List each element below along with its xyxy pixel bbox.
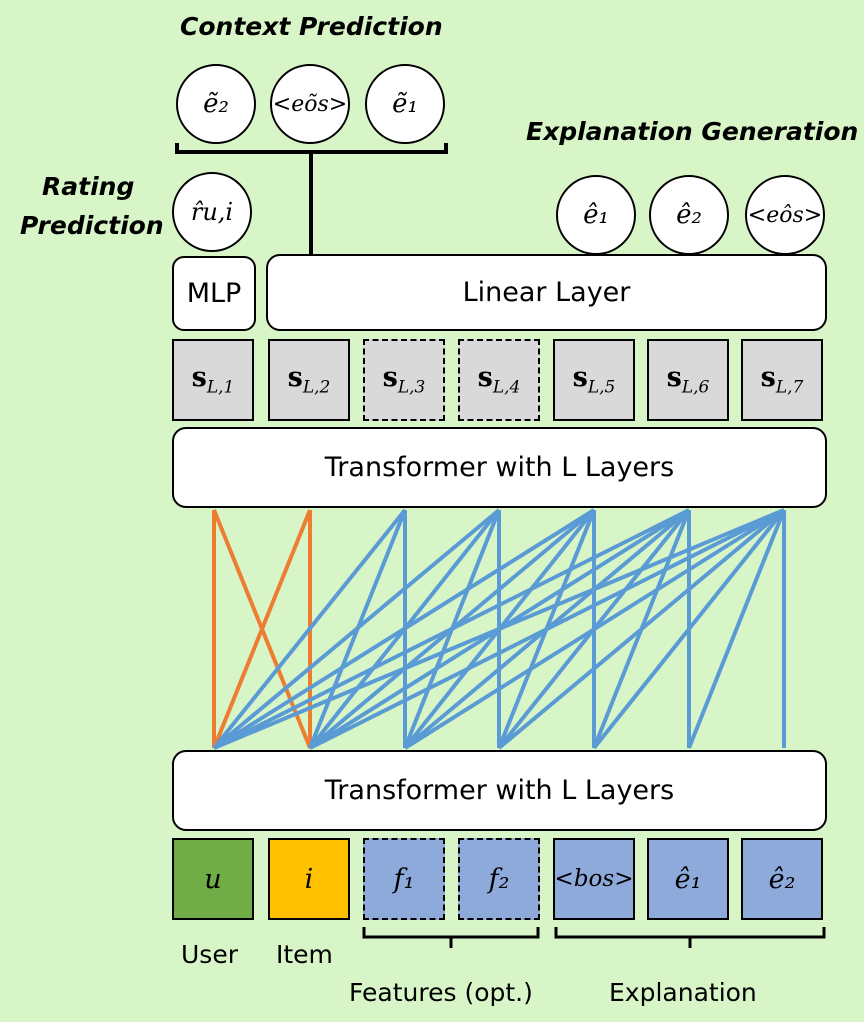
state-cell: sL,6 <box>647 339 729 421</box>
explanation-output-circle: ê₂ <box>649 175 729 255</box>
explanation-label: Explanation <box>609 978 757 1007</box>
attention-edge <box>497 508 786 750</box>
explanation-generation-title: Explanation Generation <box>526 117 859 146</box>
state-cell: sL,5 <box>553 339 635 421</box>
explanation-bracket <box>554 927 826 948</box>
rating-output-circle: r̂u,i <box>172 172 252 252</box>
explanation-output-circle: ê₁ <box>556 175 636 255</box>
user-label: User <box>181 940 238 969</box>
transformer-bottom-box: Transformer with L Layers <box>172 750 827 831</box>
mlp-box: MLP <box>172 256 256 331</box>
attention-edge <box>212 508 596 750</box>
linear-layer-box: Linear Layer <box>266 254 827 331</box>
transformer-top-box: Transformer with L Layers <box>172 427 827 508</box>
explanation-output-circle: <eôs> <box>745 175 825 255</box>
features-label: Features (opt.) <box>349 978 533 1007</box>
rating-title: Rating <box>42 172 135 201</box>
attention-edge <box>309 508 785 750</box>
state-cell: sL,2 <box>268 339 350 421</box>
feature-token: f₁ <box>363 838 445 920</box>
context-prediction-title: Context Prediction <box>180 12 443 41</box>
item-label: Item <box>276 940 333 969</box>
attention-edge <box>687 509 786 749</box>
attention-edge <box>213 508 690 750</box>
prediction-title: Prediction <box>20 211 164 240</box>
features-bracket <box>362 927 540 948</box>
attention-edge <box>213 508 785 750</box>
attention-edge <box>403 508 786 750</box>
attention-edge <box>212 508 501 750</box>
explanation-token: ê₂ <box>741 838 823 920</box>
user-token: u <box>172 838 254 920</box>
item-token: i <box>268 838 350 920</box>
context-output-circle: <eõs> <box>270 64 350 144</box>
context-output-circle: ẽ₂ <box>176 64 256 144</box>
attention-edge <box>212 508 407 750</box>
state-cell: sL,3 <box>363 339 445 421</box>
attention-edge <box>592 508 786 750</box>
explanation-token: ê₁ <box>647 838 729 920</box>
context-output-circle: ẽ₁ <box>365 64 445 144</box>
feature-token: f₂ <box>458 838 540 920</box>
state-cell: sL,1 <box>172 339 254 421</box>
context-bracket <box>175 143 448 154</box>
attention-edge <box>212 509 312 749</box>
state-cell: sL,7 <box>741 339 823 421</box>
state-cell: sL,4 <box>458 339 540 421</box>
bos-token: <bos> <box>553 838 635 920</box>
